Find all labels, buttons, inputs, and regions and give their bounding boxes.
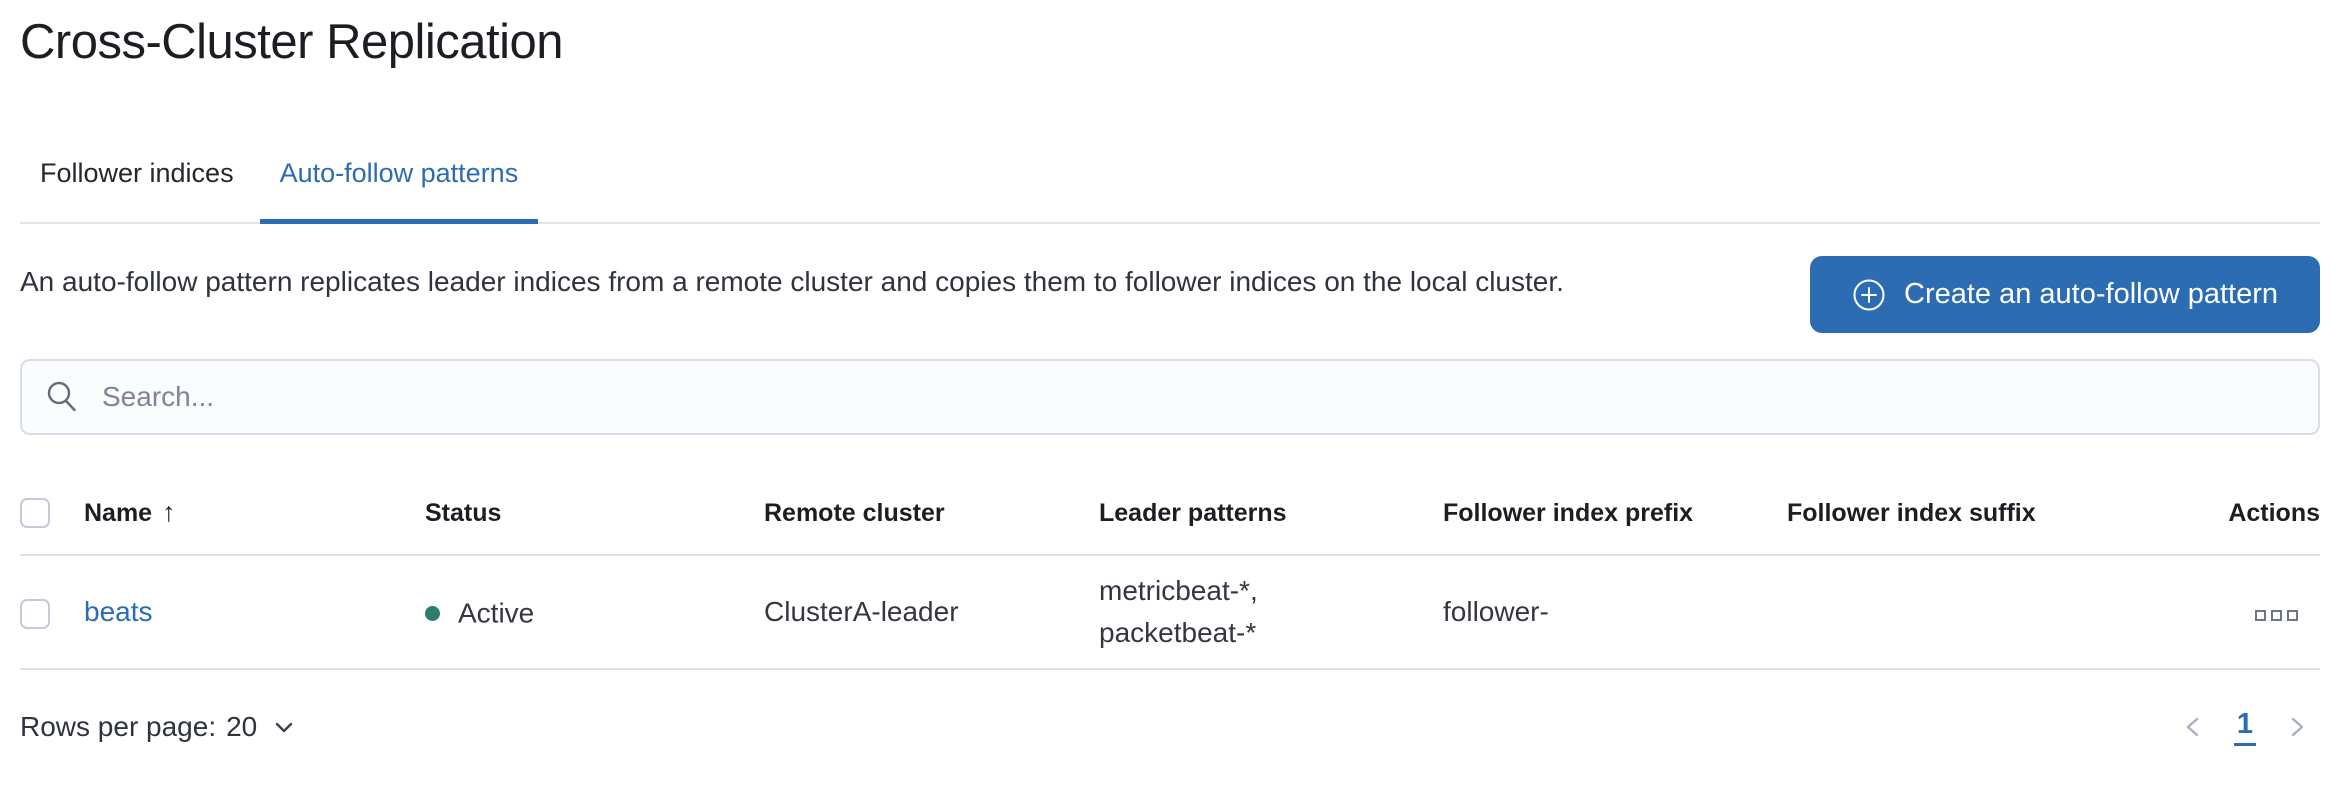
select-all-header-cell [20,479,84,557]
row-actions-button[interactable] [2255,610,2320,622]
column-header-status: Status [425,479,764,557]
row-name-cell: beats [84,555,425,671]
plus-in-circle-icon [1853,279,1885,310]
cross-cluster-replication-page: Cross-Cluster Replication Follower indic… [0,12,2336,747]
row-follower-index-suffix-cell [1787,555,2127,671]
row-remote-cluster-cell: ClusterA-leader [764,555,1099,671]
row-select-cell [20,555,84,671]
tab-follower-indices[interactable]: Follower indices [40,158,234,188]
page-title: Cross-Cluster Replication [20,15,564,69]
row-checkbox[interactable] [20,599,50,629]
search-bar [20,359,2320,435]
chevron-right-icon [2291,718,2304,737]
rows-per-page-control[interactable]: Rows per page: 20 [20,711,297,743]
chevron-down-icon [276,723,293,733]
column-header-leader-patterns: Leader patterns [1099,479,1443,557]
chevron-left-icon [2186,718,2199,737]
column-header-follower-index-prefix: Follower index prefix [1443,479,1787,557]
tab-auto-follow-patterns[interactable]: Auto-follow patterns [259,157,539,224]
rows-per-page-value: 20 [226,711,258,743]
column-header-follower-index-suffix: Follower index suffix [1787,479,2127,557]
status-text: Active [458,597,535,629]
column-header-name-label: Name [84,499,153,528]
create-auto-follow-pattern-button[interactable]: Create an auto-follow pattern [1810,256,2320,333]
row-leader-patterns-cell: metricbeat-*, packetbeat-* [1099,555,1443,671]
pattern-link-beats[interactable]: beats [84,596,153,628]
column-header-remote-cluster: Remote cluster [764,479,1099,557]
column-header-name[interactable]: Name ↑ [84,479,425,557]
pagination: 1 [2180,708,2320,747]
sort-ascending-icon: ↑ [162,497,176,528]
row-actions-cell [2127,555,2320,671]
leader-pattern-line: metricbeat-*, [1099,575,1258,607]
status-active-dot-icon [425,605,440,621]
tabs-bar: Follower indices Auto-follow patterns [20,157,2320,224]
leader-pattern-line: packetbeat-* [1099,617,1257,649]
intro-section: An auto-follow pattern replicates leader… [20,256,2320,333]
column-header-actions: Actions [2127,479,2320,557]
page-description: An auto-follow pattern replicates leader… [20,266,1564,297]
table-header-row: Name ↑ Status Remote cluster Leader patte… [20,479,2320,557]
search-input[interactable] [100,380,2296,414]
auto-follow-patterns-table: Name ↑ Status Remote cluster Leader patte… [20,479,2320,671]
next-page-button[interactable] [2282,713,2310,741]
select-all-checkbox[interactable] [20,498,50,529]
table-footer: Rows per page: 20 1 [20,708,2320,747]
table-row: beats Active ClusterA-leader metricbeat-… [20,555,2320,671]
rows-per-page-label: Rows per page: [20,711,217,743]
row-follower-index-prefix-cell: follower- [1443,555,1787,671]
search-icon [47,381,76,412]
pagination-page-1[interactable]: 1 [2233,708,2256,747]
previous-page-button[interactable] [2180,713,2208,741]
row-status-cell: Active [425,555,764,671]
create-button-label: Create an auto-follow pattern [1904,278,2278,310]
boxes-horizontal-icon [2255,610,2298,622]
